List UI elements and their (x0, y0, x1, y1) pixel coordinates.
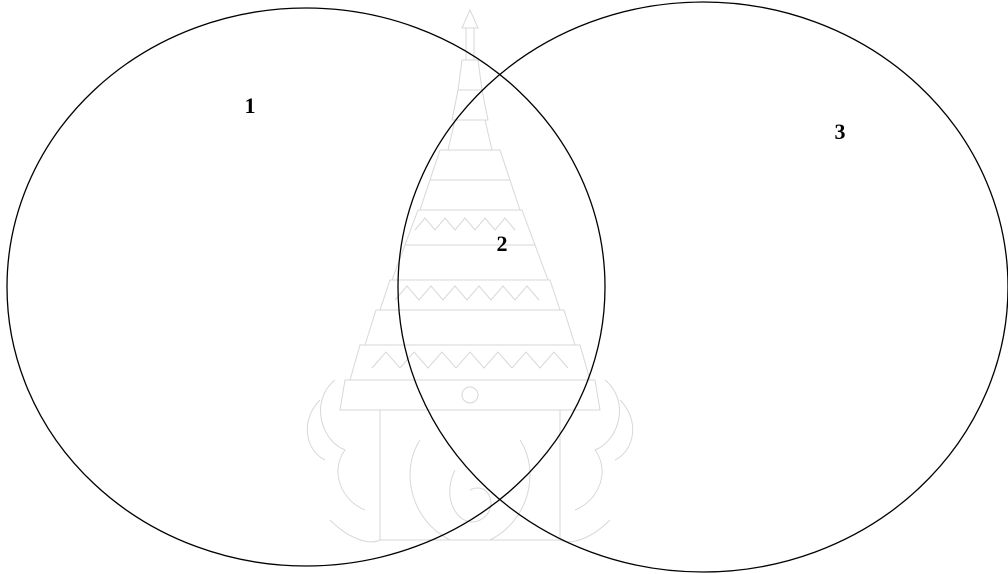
region-label-2: 2 (497, 231, 508, 256)
region-label-1: 1 (245, 93, 256, 118)
left-circle (7, 8, 605, 566)
right-circle (398, 2, 1008, 572)
crest-emblem-icon (307, 10, 632, 542)
region-label-3: 3 (835, 119, 846, 144)
